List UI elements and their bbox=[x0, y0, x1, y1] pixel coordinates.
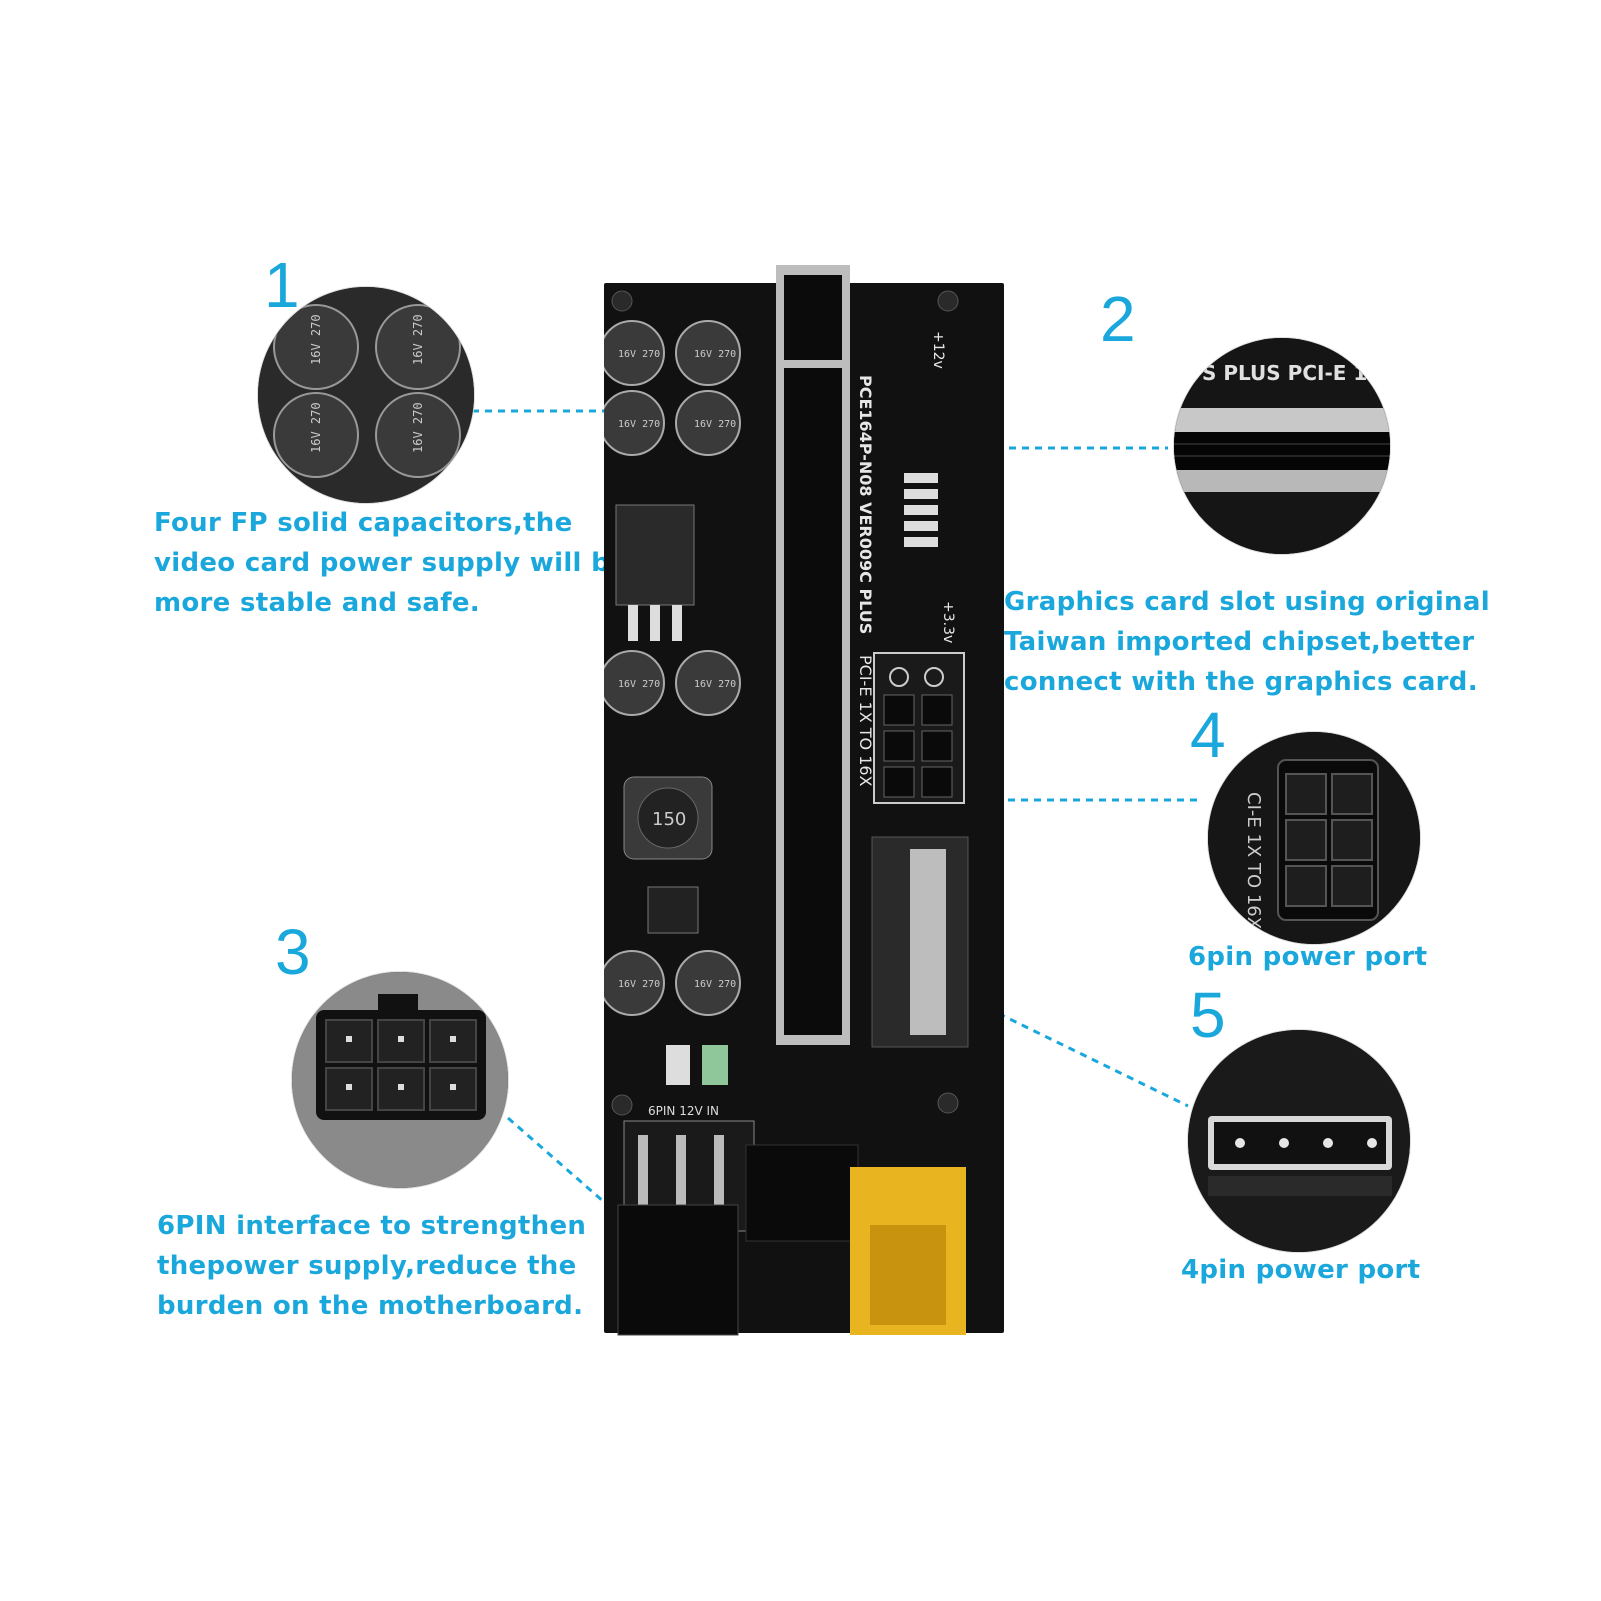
svg-text:16V 270: 16V 270 bbox=[694, 419, 736, 430]
svg-text:16V 270: 16V 270 bbox=[694, 979, 736, 990]
adapter-label: PCI-E 1X TO 16X bbox=[856, 655, 875, 787]
svg-text:16V 270: 16V 270 bbox=[618, 349, 660, 360]
svg-text:16V 270: 16V 270 bbox=[411, 314, 425, 365]
svg-text:16V 270: 16V 270 bbox=[309, 402, 323, 453]
zoom-graphics-slot: S PLUS PCI-E 1X bbox=[1174, 338, 1390, 554]
callout-number-5: 5 bbox=[1190, 979, 1226, 1051]
v12-label: +12v bbox=[930, 331, 946, 369]
callout-number-3: 3 bbox=[275, 916, 311, 988]
zoom-capacitors: 16V 270 16V 270 16V 270 16V 270 bbox=[258, 287, 474, 503]
inductor-label: 150 bbox=[652, 809, 686, 830]
power-label: 6PIN 12V IN bbox=[648, 1104, 719, 1118]
zoom-6pin-power-port: CI-E 1X TO 16X bbox=[1208, 732, 1420, 944]
svg-text:16V 270: 16V 270 bbox=[618, 679, 660, 690]
callout-description-5: 4pin power port bbox=[1181, 1255, 1421, 1285]
svg-text:16V 270: 16V 270 bbox=[618, 419, 660, 430]
v33-label: +3.3v bbox=[940, 601, 956, 643]
svg-text:16V 270: 16V 270 bbox=[694, 349, 736, 360]
model-label: PCE164P-N08 VER009C PLUS bbox=[856, 375, 875, 634]
pcie-riser-board: 16V 270 16V 270 16V 270 16V 270 16V 270 16V… bbox=[599, 265, 1004, 1344]
svg-text:16V 270: 16V 270 bbox=[694, 679, 736, 690]
svg-text:16V 270: 16V 270 bbox=[618, 979, 660, 990]
callout-description-4: 6pin power port bbox=[1188, 942, 1428, 972]
zoom-4pin-power-port bbox=[1188, 1030, 1410, 1252]
callout-number-2: 2 bbox=[1100, 283, 1136, 355]
callout-number-4: 4 bbox=[1190, 699, 1226, 771]
svg-text:16V 270: 16V 270 bbox=[411, 402, 425, 453]
zoom4-label: CI-E 1X TO 16X bbox=[1243, 792, 1264, 929]
zoom-6pin-interface bbox=[292, 972, 508, 1188]
svg-text:16V 270: 16V 270 bbox=[309, 314, 323, 365]
zoom2-label: S PLUS PCI-E 1X bbox=[1202, 361, 1383, 385]
callout-number-1: 1 bbox=[264, 249, 300, 321]
